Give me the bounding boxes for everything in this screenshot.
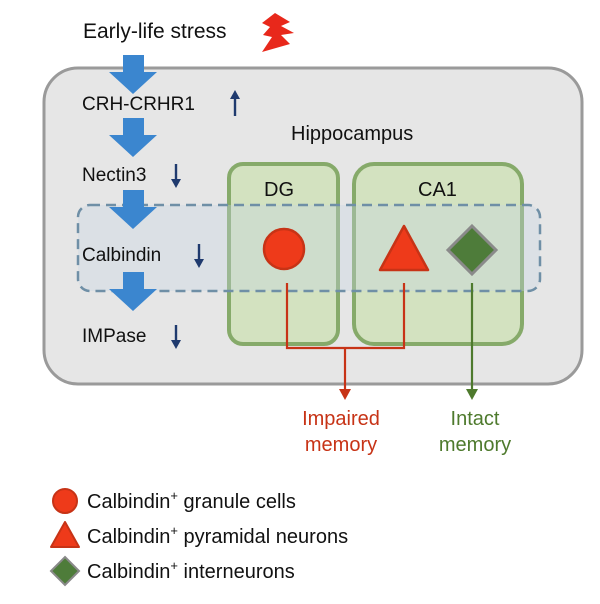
pathway-arrow-1 <box>109 55 157 94</box>
impaired-memory-line1: Impaired <box>302 408 380 430</box>
legend: Calbindin+ granule cells Calbindin+ pyra… <box>49 488 348 587</box>
intact-memory-line1: Intact <box>451 408 500 430</box>
legend-diamond-icon <box>49 555 81 587</box>
legend-item-interneurons: Calbindin+ interneurons <box>87 558 295 583</box>
ca1-region <box>352 162 524 346</box>
impaired-connector <box>285 283 406 391</box>
legend-item-granule: Calbindin+ granule cells <box>87 488 296 513</box>
hippocampus-label: Hippocampus <box>291 123 413 145</box>
dg-label: DG <box>264 179 294 201</box>
pathway-arrow-3 <box>109 190 157 229</box>
interneuron-diamond <box>445 223 499 277</box>
impaired-memory-line2: memory <box>305 434 377 456</box>
legend-triangle-icon <box>50 521 80 548</box>
pathway-label-nectin3: Nectin3 <box>82 165 146 186</box>
arrow-down-icon <box>194 244 204 268</box>
pathway-arrow-2 <box>109 118 157 157</box>
pathway-label-crh: CRH-CRHR1 <box>82 94 195 115</box>
intact-arrowhead <box>466 389 478 400</box>
pathway-arrow-4 <box>109 272 157 311</box>
legend-item-pyramidal: Calbindin+ pyramidal neurons <box>87 523 348 548</box>
title: Early-life stress <box>83 20 227 43</box>
pathway-arrows <box>109 55 157 311</box>
ca1-label: CA1 <box>418 179 457 201</box>
intact-memory-line2: memory <box>439 434 511 456</box>
pathway-label-impase: IMPase <box>82 326 146 347</box>
granule-cell-circle <box>262 227 306 271</box>
legend-circle-icon <box>52 488 78 514</box>
lightning-icon <box>262 13 294 52</box>
arrow-up-icon <box>230 90 240 116</box>
arrow-down-icon <box>171 325 181 349</box>
arrow-down-icon <box>171 164 181 188</box>
pyramidal-neuron-triangle <box>378 224 430 272</box>
impaired-arrowhead <box>339 389 351 400</box>
pathway-label-calbindin: Calbindin <box>82 245 161 266</box>
